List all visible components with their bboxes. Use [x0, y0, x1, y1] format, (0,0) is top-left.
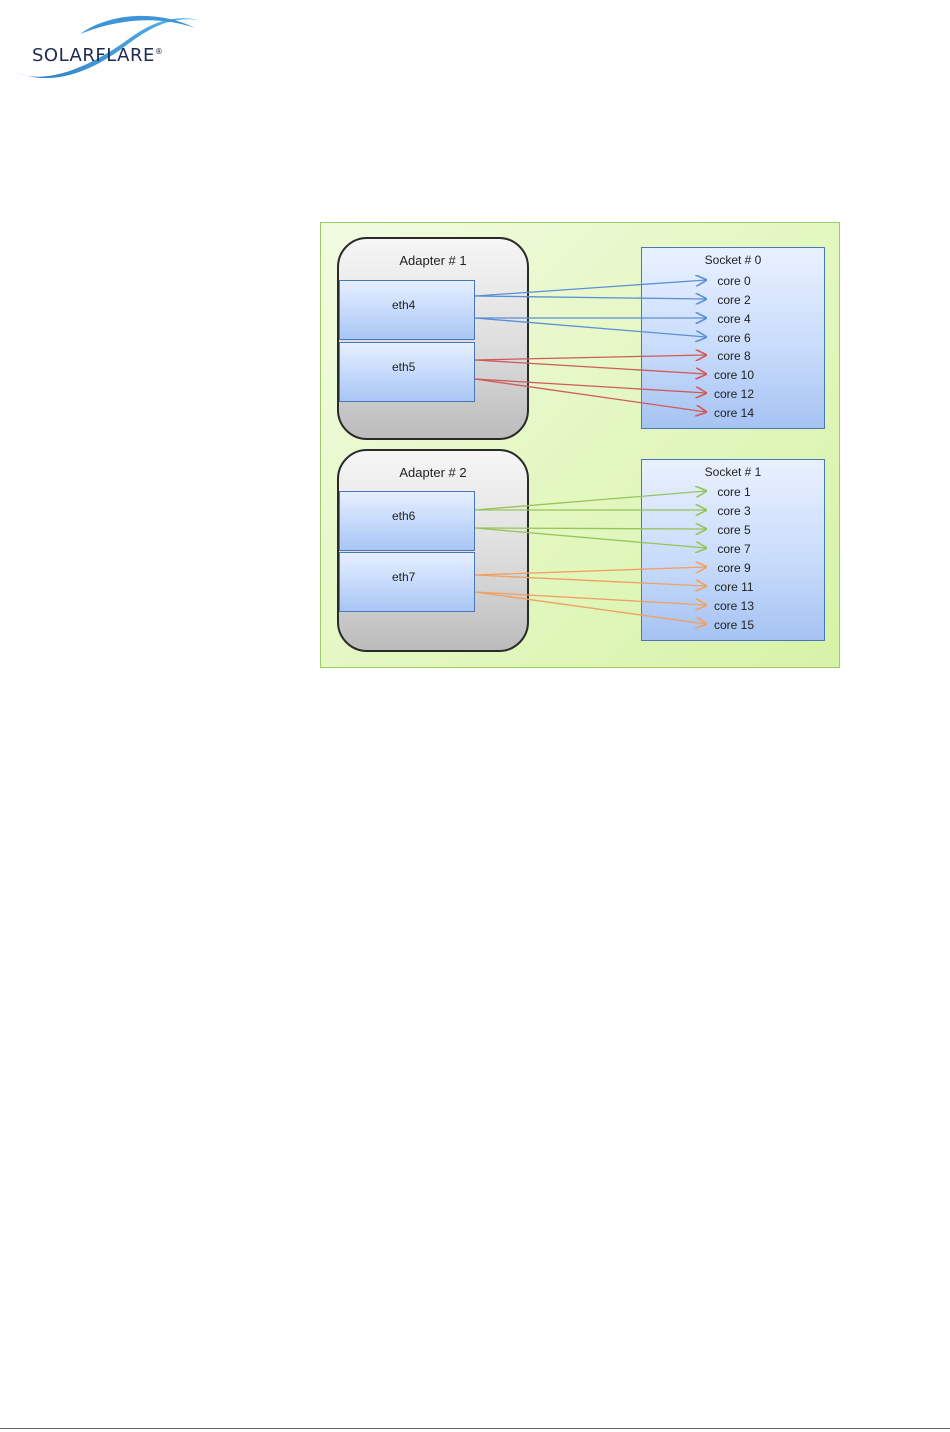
- core-label: core 3: [717, 504, 751, 518]
- port-eth7: eth7: [339, 552, 475, 612]
- logo-wordmark: SOLARFLARE®: [32, 45, 164, 66]
- core-label: core 6: [717, 331, 751, 345]
- arrow-eth5-to-core-10: [474, 359, 706, 374]
- arrow-eth4-to-core-6: [474, 317, 706, 337]
- core-label: core 12: [713, 387, 755, 401]
- core-label: core 13: [713, 599, 755, 613]
- port-label: eth4: [392, 298, 416, 312]
- core-label: core 8: [717, 349, 751, 363]
- core-label: core 15: [713, 618, 755, 632]
- port-label: eth5: [392, 360, 416, 374]
- mapping-arrows: [474, 223, 841, 669]
- port-eth6: eth6: [339, 491, 475, 551]
- socket-title: Socket # 1: [704, 465, 762, 479]
- core-label: core 4: [717, 312, 751, 326]
- arrow-eth6-to-core-7: [474, 527, 706, 548]
- adapter-1: Adapter # 1 eth4 eth5: [337, 237, 529, 440]
- adapter-title: Adapter # 2: [399, 465, 467, 480]
- arrow-eth7-to-core-11: [474, 574, 706, 586]
- socket-title: Socket # 0: [704, 253, 762, 267]
- socket-0: Socket # 0 core 0 core 2 core 4 core 6 c…: [641, 247, 825, 429]
- arrow-eth7-to-core-15: [474, 591, 706, 624]
- core-label: core 9: [717, 561, 751, 575]
- solarflare-logo: SOLARFLARE®: [10, 10, 210, 82]
- arrow-eth6-to-core-1: [474, 491, 706, 511]
- core-label: core 14: [713, 406, 755, 420]
- arrow-eth5-to-core-12: [474, 378, 706, 393]
- core-label: core 11: [714, 580, 754, 594]
- socket-1: Socket # 1 core 1 core 3 core 5 core 7 c…: [641, 459, 825, 641]
- arrow-eth4-to-core-2: [474, 296, 706, 299]
- core-label: core 1: [717, 485, 751, 499]
- footer-divider: [0, 1428, 950, 1429]
- arrow-eth7-to-core-9: [474, 567, 706, 576]
- arrow-eth5-to-core-8: [474, 355, 706, 360]
- port-label: eth6: [392, 509, 416, 523]
- arrow-eth7-to-core-13: [474, 591, 706, 605]
- arrow-eth6-to-core-5: [474, 528, 706, 529]
- adapter-title: Adapter # 1: [399, 253, 467, 268]
- arrow-eth5-to-core-14: [474, 378, 706, 412]
- core-label: core 5: [717, 523, 751, 537]
- adapter-2: Adapter # 2 eth6 eth7: [337, 449, 529, 652]
- core-label: core 7: [717, 542, 751, 556]
- affinity-diagram: Adapter # 1 eth4 eth5 Adapter # 2 eth6 e…: [320, 222, 840, 668]
- arrow-eth4-to-core-0: [474, 280, 706, 297]
- port-label: eth7: [392, 570, 416, 584]
- core-label: core 0: [717, 274, 751, 288]
- core-label: core 2: [717, 293, 751, 307]
- logo-swoosh-icon: [14, 15, 200, 79]
- port-eth5: eth5: [339, 342, 475, 402]
- core-label: core 10: [713, 368, 755, 382]
- port-eth4: eth4: [339, 280, 475, 340]
